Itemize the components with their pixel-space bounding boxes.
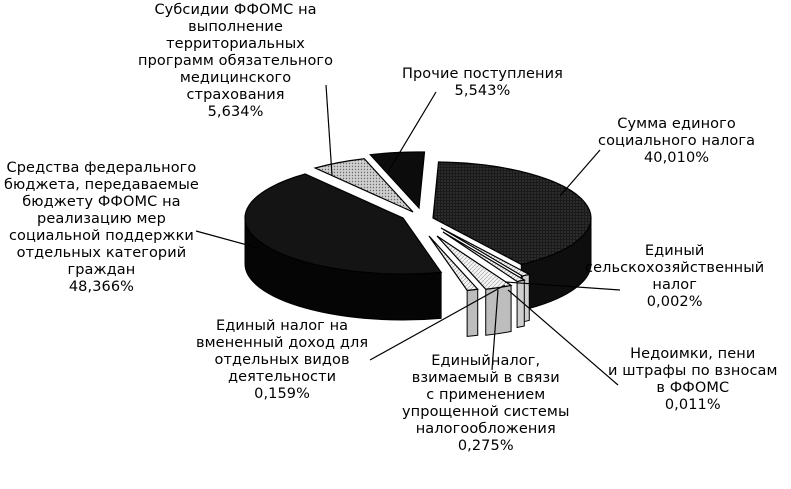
label-subsidies-line: страхования [186, 87, 285, 103]
label-envd: Единый налог на вмененный доход для отде… [196, 318, 368, 403]
label-federal: Средства федерального бюджета, передавае… [4, 160, 199, 296]
label-subsidies-value: 5,634% [207, 104, 264, 120]
leader-line [387, 91, 437, 173]
pie-slice [440, 227, 531, 277]
label-usn: Единыйналог, взимаемый в связи с примене… [402, 353, 570, 455]
label-arrears-line: в ФФОМС [656, 380, 730, 396]
label-subsidies-line: выполнение [188, 19, 283, 35]
label-federal-line: реализацию мер [37, 211, 166, 227]
label-esn-line: Сумма единого [617, 116, 736, 132]
leader-line [504, 281, 621, 291]
label-envd-value: 0,159% [254, 386, 311, 402]
label-usn-line: с применением [426, 387, 546, 403]
pie-slices [244, 151, 592, 337]
leader-line [325, 84, 333, 176]
label-eshn-value: 0,002% [646, 294, 703, 310]
pie-slice-group [244, 173, 443, 321]
label-federal-line: Средства федерального [6, 160, 197, 176]
label-federal-line: социальной поддержки [8, 228, 194, 244]
label-federal-line: бюджету ФФОМС на [22, 194, 181, 210]
label-arrears-line: Недоимки, пени [630, 346, 756, 362]
label-federal-value: 48,366% [68, 279, 135, 295]
label-envd-line: вмененный доход для [196, 335, 369, 351]
label-eshn-line: сельскохозяйственный [585, 260, 765, 276]
label-eshn-line: налог [652, 277, 697, 293]
label-federal-line: бюджета, передаваемые [4, 177, 199, 193]
label-esn-line: социального налога [598, 133, 756, 149]
label-arrears-value: 0,011% [664, 397, 721, 413]
label-other: Прочие поступления 5,543% [402, 66, 563, 100]
label-eshn: Единый сельскохозяйственный налог 0,002% [585, 243, 764, 311]
pie-slice-group [436, 235, 513, 336]
leader-line [559, 149, 601, 197]
label-esn-value: 40,010% [643, 150, 710, 166]
pie-slice [442, 231, 526, 283]
pie-slice [313, 158, 414, 213]
pie-slice-group [369, 151, 426, 210]
label-eshn-line: Единый [644, 243, 705, 259]
pie-slice-side [466, 288, 479, 337]
label-usn-line: взимаемый в связи [411, 370, 560, 386]
label-usn-line: налогообложения [415, 421, 556, 437]
pie-slice-group [313, 158, 414, 213]
pie-slice-group [442, 231, 526, 329]
label-esn: Сумма единого социального налога 40,010% [598, 116, 755, 167]
label-usn-value: 0,275% [457, 438, 514, 454]
label-usn-line: упрощенной системы [402, 404, 570, 420]
label-federal-line: отдельных категорий [16, 245, 187, 261]
label-envd-line: отдельных видов [214, 352, 350, 368]
label-envd-line: Единый налог на [215, 318, 349, 334]
label-subsidies-line: медицинского [179, 70, 292, 86]
leader-line [369, 284, 506, 361]
label-usn-line: Единыйналог, [431, 353, 541, 369]
pie-slice [369, 151, 426, 210]
label-subsidies: Субсидии ФФОМС на выполнение территориал… [138, 2, 333, 121]
label-other-line: Прочие поступления [402, 66, 563, 82]
leader-line [195, 230, 259, 249]
label-arrears: Недоимки, пени и штрафы по взносам в ФФО… [608, 346, 778, 414]
pie-slice [428, 235, 479, 291]
label-federal-line: граждан [67, 262, 136, 278]
label-other-value: 5,543% [454, 83, 511, 99]
label-subsidies-line: территориальных [166, 36, 305, 52]
leader-line [507, 289, 619, 386]
label-envd-line: деятельности [227, 369, 337, 385]
pie-slice [432, 161, 592, 266]
leader-lines [195, 84, 621, 386]
label-arrears-line: и штрафы по взносам [608, 363, 778, 379]
pie-slice [436, 235, 513, 290]
leader-line [491, 289, 499, 371]
label-subsidies-line: программ обязательного [138, 53, 334, 69]
label-subsidies-line: Субсидии ФФОМС на [154, 2, 317, 18]
pie-slice [244, 173, 443, 275]
